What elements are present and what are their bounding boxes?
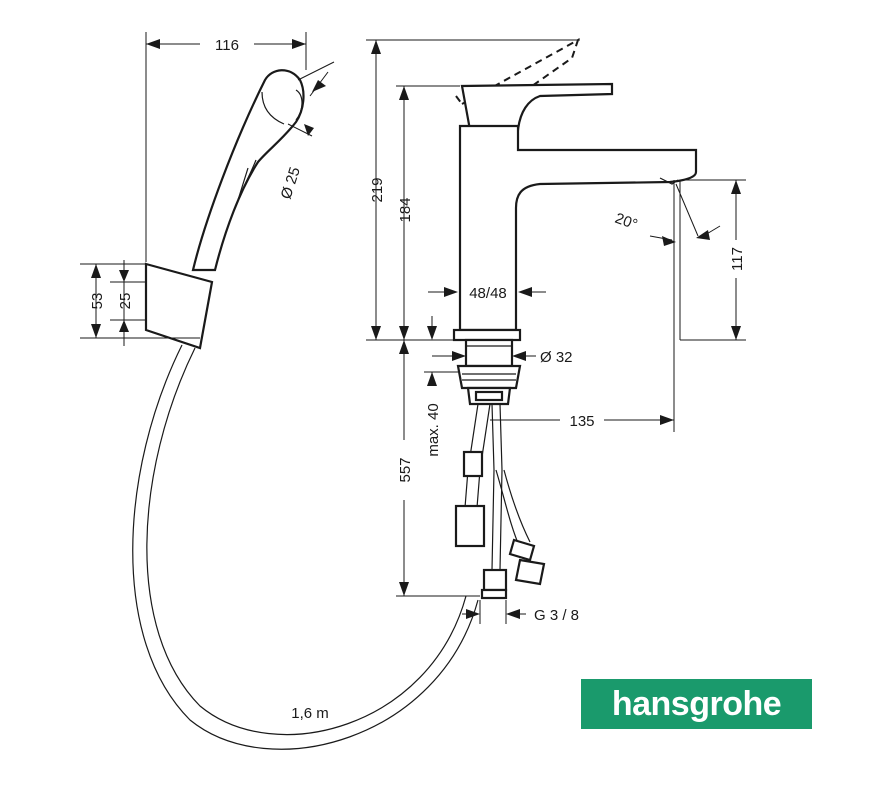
hand-shower [191,69,305,272]
label-angle: 20° [613,210,640,234]
dim-thread [462,600,526,624]
label-53: 53 [89,293,106,310]
label-117: 117 [729,247,746,271]
dim-dia32 [432,351,536,361]
label-max40: max. 40 [425,403,442,456]
dim-base [427,316,437,340]
logo-text: hansgrohe [611,684,782,723]
label-dia32: Ø 32 [540,349,573,366]
label-557: 557 [397,457,414,482]
dim-184 [396,85,460,340]
shower-hose [132,344,479,750]
supply-hoses [454,403,546,600]
dim-219 [366,39,580,341]
label-184: 184 [397,197,414,222]
hansgrohe-logo: hansgrohe [581,679,812,729]
dim-53-25 [80,260,200,346]
shower-holder [144,262,214,350]
dim-angle [649,183,721,246]
dim-max40 [424,371,458,386]
label-dia25: Ø 25 [278,165,304,201]
dim-dia25 [287,61,335,137]
dim-135 [490,180,675,432]
label-116: 116 [215,37,239,54]
label-25: 25 [117,293,134,310]
label-48: 48/48 [469,285,507,302]
dim-117 [679,179,746,341]
dim-116 [145,32,307,262]
label-219: 219 [369,177,386,202]
dim-48 [428,282,546,300]
label-hose-length: 1,6 m [291,705,329,722]
faucet [452,37,698,406]
dim-557 [396,340,480,597]
label-135: 135 [569,413,594,430]
label-thread: G 3 / 8 [534,607,579,624]
